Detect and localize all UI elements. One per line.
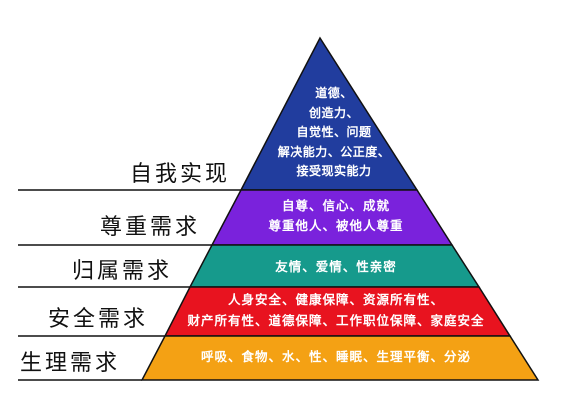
layer-text-line: 创造力、 [308,105,359,120]
level-label-physiological: 生理需求 [20,351,120,376]
layer-text-line: 接受现实能力 [296,163,371,178]
layer-text-line: 尊重他人、被他人尊重 [268,218,403,233]
layer-text-line: 自觉性、问题 [296,124,372,139]
pyramid-layer-physiological [140,335,540,381]
layer-text-line: 财产所有性、道德保障、工作职位保障、家庭安全 [186,313,484,328]
layer-text-line: 道德、 [315,85,353,100]
level-label-self-actualization: 自我实现 [130,162,230,187]
layer-text-line: 呼吸、食物、水、性、睡眠、生理平衡、分泌 [201,349,471,364]
level-label-safety: 安全需求 [48,307,148,332]
layer-text-line: 自尊、信心、成就 [282,198,390,213]
layer-text-line: 解决能力、公正度、 [278,144,391,159]
level-label-esteem: 尊重需求 [100,215,200,240]
layer-text-line: 人身安全、健康保障、资源所有性、 [228,292,444,307]
layer-text-line: 友情、爱情、性亲密 [274,259,397,274]
level-label-belonging: 归属需求 [72,259,172,284]
